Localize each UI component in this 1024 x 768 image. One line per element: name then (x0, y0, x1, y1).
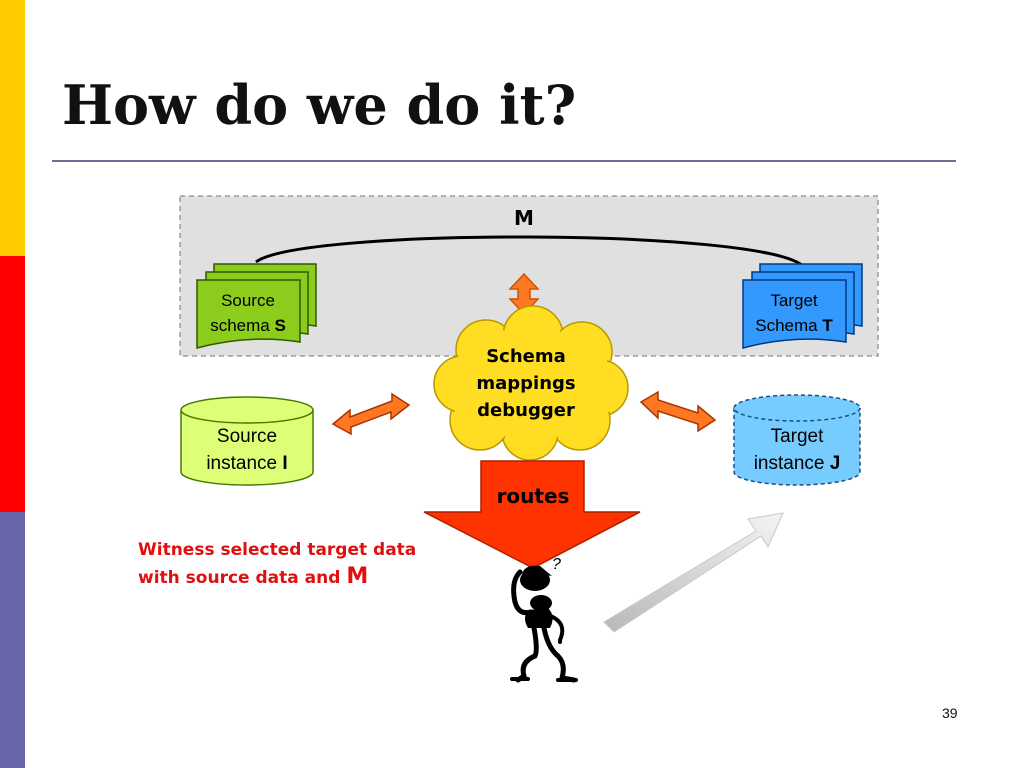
source-schema-docs (196, 263, 317, 349)
source-instance-label-line2: instance I (206, 453, 287, 474)
accent-stripe-red (0, 256, 25, 512)
debugger-label-line3: debugger (477, 400, 575, 421)
mapping-arc (255, 235, 804, 268)
source-instance-label-line1: Source (217, 426, 277, 447)
target-instance-label-line1: Target (771, 426, 825, 447)
accent-stripe-blue (0, 512, 25, 768)
debugger-target-double-arrow (639, 390, 717, 433)
source-schema-label-line1: Source (221, 291, 275, 310)
target-instance-cylinder (733, 394, 861, 486)
debugger-label-line2: mappings (476, 373, 575, 394)
title-underline (52, 160, 956, 162)
mapping-label: M (514, 206, 534, 230)
thinking-person-icon (510, 565, 578, 683)
witness-text-line2: with source data and M (138, 564, 368, 589)
accent-stripe-yellow (0, 0, 25, 256)
source-instance-cylinder (180, 396, 314, 486)
routes-label: routes (497, 484, 570, 508)
debugger-label-line1: Schema (486, 346, 566, 367)
slide-title: How do we do it? (62, 73, 577, 137)
target-schema-label-line2: Schema T (755, 316, 833, 335)
target-instance-label-line2: instance J (754, 453, 841, 474)
witness-text-line1: Witness selected target data (138, 540, 416, 560)
source-schema-label-line2: schema S (210, 316, 286, 335)
question-mark: ? (552, 556, 561, 573)
slide-number: 39 (942, 705, 958, 721)
target-schema-label-line1: Target (770, 291, 818, 310)
target-schema-docs (742, 263, 863, 349)
source-debugger-double-arrow (331, 392, 411, 436)
grey-diagonal-arrow (603, 512, 784, 633)
routes-down-arrow (423, 460, 641, 569)
